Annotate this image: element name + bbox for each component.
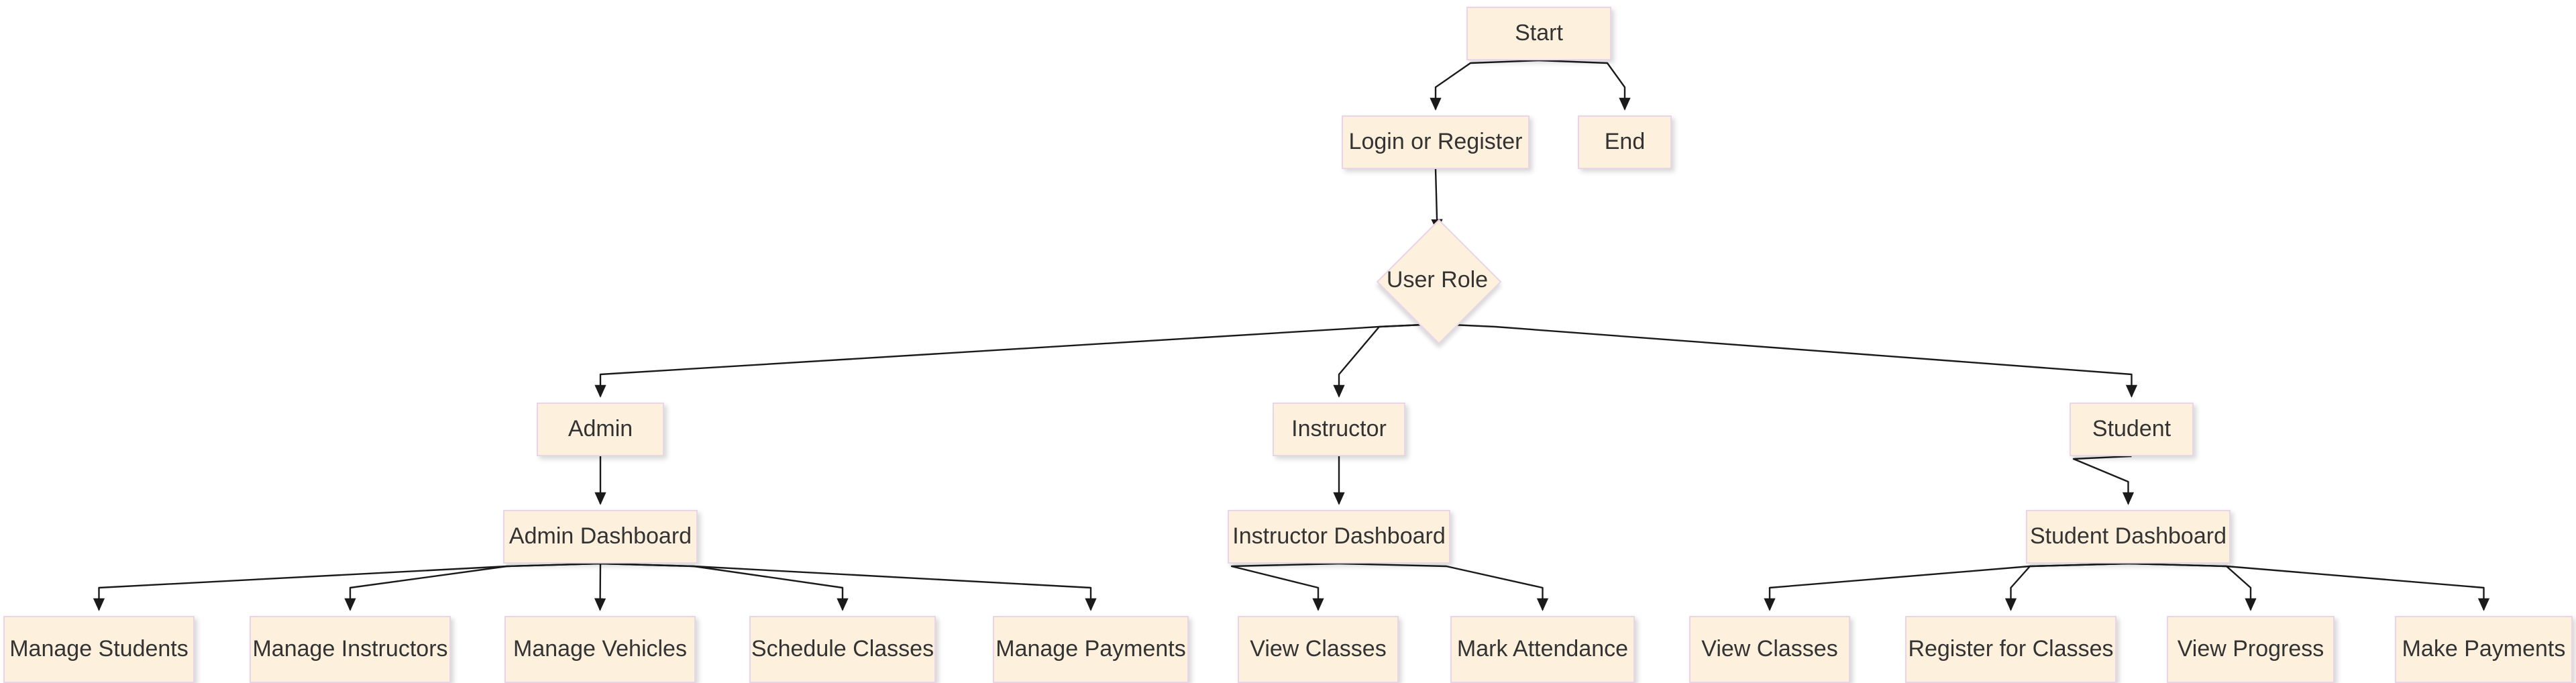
flow-edge-instructor_dashboard-to-view_classes_i — [1230, 562, 1340, 611]
flow-edge-start-to-end — [1538, 59, 1631, 111]
flow-node-instructor[interactable]: Instructor — [1273, 403, 1405, 456]
flow-node-label: Instructor — [1291, 416, 1387, 442]
flow-node-instructor_dashboard[interactable]: Instructor Dashboard — [1228, 510, 1450, 564]
flow-edge-student_dashboard-to-view_progress — [2128, 562, 2257, 611]
flow-node-login_register[interactable]: Login or Register — [1342, 115, 1529, 169]
flow-node-label: Manage Instructors — [252, 636, 448, 662]
flow-node-view_classes_i[interactable]: View Classes — [1238, 616, 1399, 683]
flow-edge-user_role-to-admin — [594, 323, 1438, 398]
flow-node-admin[interactable]: Admin — [537, 403, 664, 456]
flow-edge-student_dashboard-to-register_classes — [2004, 562, 2129, 611]
flow-edge-admin_dashboard-to-manage_instructors — [344, 562, 601, 611]
flow-edge-user_role-to-instructor — [1333, 323, 1438, 398]
flow-node-schedule_classes[interactable]: Schedule Classes — [749, 616, 936, 683]
flow-node-user_role[interactable]: User Role — [1375, 219, 1501, 345]
flow-node-end[interactable]: End — [1578, 115, 1672, 169]
flow-node-label: Student Dashboard — [2030, 523, 2226, 549]
flow-edge-admin_dashboard-to-schedule_classes — [600, 562, 849, 611]
flow-node-view_progress[interactable]: View Progress — [2167, 616, 2334, 683]
flow-edge-admin_dashboard-to-manage_students — [93, 562, 601, 611]
flow-edge-start-to-login_register — [1430, 59, 1540, 111]
flow-edge-admin_dashboard-to-manage_payments — [600, 562, 1097, 611]
flow-node-make_payments[interactable]: Make Payments — [2395, 616, 2573, 683]
flow-node-label: Start — [1515, 20, 1563, 46]
flow-node-label: Mark Attendance — [1456, 636, 1629, 662]
flow-node-label: Manage Students — [9, 636, 189, 662]
flow-node-label: Admin Dashboard — [508, 523, 692, 549]
flow-node-label: Manage Vehicles — [513, 636, 687, 662]
flow-node-manage_students[interactable]: Manage Students — [3, 616, 195, 683]
flow-node-label: Register for Classes — [1908, 636, 2114, 662]
flow-node-label: Login or Register — [1348, 129, 1523, 155]
flow-node-label: View Progress — [2177, 636, 2324, 662]
flow-node-register_classes[interactable]: Register for Classes — [1905, 616, 2116, 683]
flow-node-admin_dashboard[interactable]: Admin Dashboard — [503, 510, 698, 564]
flow-edge-user_role-to-student — [1437, 323, 2138, 398]
flow-node-manage_payments[interactable]: Manage Payments — [993, 616, 1189, 683]
flow-node-label: Schedule Classes — [751, 636, 934, 662]
flow-edge-student_dashboard-to-view_classes_s — [1764, 562, 2129, 611]
flow-node-label: View Classes — [1701, 636, 1838, 662]
flow-node-manage_instructors[interactable]: Manage Instructors — [250, 616, 451, 683]
flow-node-label: Instructor Dashboard — [1232, 523, 1446, 549]
flow-node-view_classes_s[interactable]: View Classes — [1689, 616, 1850, 683]
flow-node-mark_attendance[interactable]: Mark Attendance — [1450, 616, 1635, 683]
flow-node-label: User Role — [1386, 267, 1489, 293]
flow-edge-student_dashboard-to-make_payments — [2128, 562, 2490, 611]
flow-node-student[interactable]: Student — [2070, 403, 2194, 456]
flow-edge-student-to-student_dashboard — [2072, 455, 2135, 505]
flow-node-label: View Classes — [1250, 636, 1387, 662]
flow-edge-instructor_dashboard-to-mark_attendance — [1338, 562, 1549, 611]
flow-edge-admin_dashboard-to-manage_vehicles — [594, 563, 606, 611]
flow-node-label: Student — [2092, 416, 2171, 442]
flow-node-manage_vehicles[interactable]: Manage Vehicles — [504, 616, 696, 683]
flow-node-start[interactable]: Start — [1466, 7, 1611, 60]
flow-node-label: End — [1604, 129, 1646, 155]
flow-node-label: Manage Payments — [996, 636, 1186, 662]
flow-node-label: Admin — [568, 416, 633, 442]
flow-node-student_dashboard[interactable]: Student Dashboard — [2026, 510, 2231, 564]
flow-node-label: Make Payments — [2402, 636, 2566, 662]
